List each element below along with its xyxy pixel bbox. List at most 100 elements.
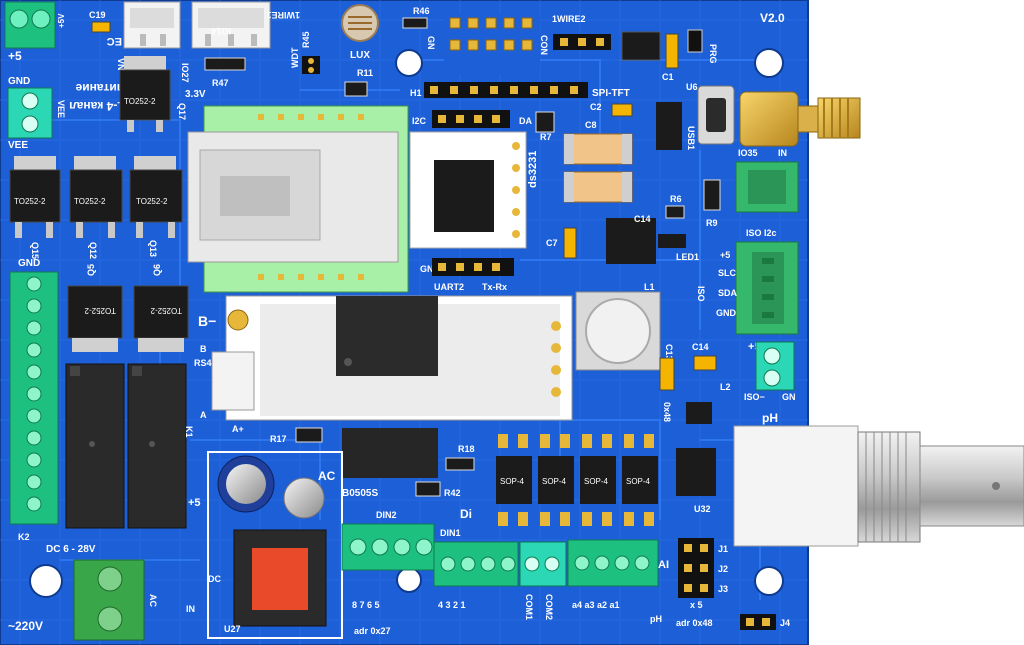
label-c2: C2 — [590, 102, 602, 112]
label-gn-iso: GN — [782, 392, 796, 402]
label-com1: COM1 — [524, 594, 534, 620]
relay-k2-b — [127, 363, 187, 529]
terminal-5v-top — [4, 1, 56, 49]
label-di: Di — [460, 507, 472, 521]
label-plus5-left: +5 — [8, 49, 22, 63]
label-rs485: RS485 — [194, 358, 222, 368]
label-r11: R11 — [357, 68, 373, 78]
label-l2: L2 — [720, 382, 731, 392]
c8-tantalum — [563, 133, 633, 165]
prg-button — [687, 29, 703, 53]
terminal-din1 — [433, 541, 519, 587]
bnc-ph-connector — [733, 425, 1024, 547]
label-prg: PRG — [708, 44, 718, 64]
label-sop4-4: SOP-4 — [626, 477, 651, 486]
label-gn-top: GN — [426, 36, 436, 50]
label-vee: VEE — [56, 100, 66, 118]
label-to252-c: TO252-2 — [74, 197, 106, 206]
label-spi-tft: SPI-TFT — [592, 88, 630, 99]
label-din1: DIN1 — [440, 528, 461, 538]
mounting-holes — [29, 48, 784, 598]
jumpers-j1-j3 — [678, 538, 714, 598]
label-pins-a: a4 a3 a2 a1 — [572, 600, 620, 610]
sop4-row — [496, 456, 658, 504]
label-q13: Q13 — [148, 240, 158, 257]
c1-capacitor — [665, 33, 679, 69]
label-da: DA — [519, 116, 532, 126]
r46-resistor — [402, 17, 428, 29]
r17-resistor — [295, 427, 323, 443]
c14-capacitor — [693, 355, 717, 371]
label-pins-4321: 4 3 2 1 — [438, 600, 466, 610]
label-to252-a: TO252-2 — [124, 97, 156, 106]
ceramic-cap — [283, 477, 325, 519]
label-1wire1: 1WIRE1 — [266, 10, 300, 20]
label-iso-i2c: ISO I2c — [746, 228, 777, 238]
terminal-vee — [7, 87, 53, 139]
i2c-header — [432, 110, 510, 128]
r11-resistor — [344, 81, 368, 97]
label-to252-f: TO252-2 — [150, 306, 182, 315]
b0505s-module — [342, 428, 438, 478]
transistor-q5 — [67, 285, 123, 352]
transistor-q6 — [133, 285, 189, 352]
transistor-q15 — [9, 156, 61, 238]
usb-connector — [697, 85, 735, 145]
label-vin: VN — [116, 58, 126, 71]
label-c13: C13 — [664, 344, 674, 361]
connector-io35 — [735, 161, 799, 213]
lan-module — [187, 105, 409, 293]
label-j1: J1 — [718, 544, 728, 554]
c2-capacitor — [611, 103, 633, 117]
label-ds3231: ds3231 — [527, 151, 539, 188]
label-q5: Q5 — [86, 264, 96, 276]
label-ph-bot: pH — [650, 614, 662, 624]
label-u32: U32 — [694, 504, 711, 514]
label-sda: SDA — [718, 288, 738, 298]
sma-antenna-connector — [739, 91, 861, 147]
label-r46: R46 — [413, 6, 430, 16]
label-ac-220: ~220V — [8, 619, 43, 633]
label-q15: Q15 — [30, 242, 40, 259]
transistor-q13 — [129, 156, 183, 238]
label-u27: U27 — [224, 624, 241, 634]
label-lux: LUX — [350, 50, 370, 61]
label-iso-plus5: +5 — [720, 250, 730, 260]
label-vee-left: VEE — [8, 140, 28, 151]
u32-chip — [676, 448, 716, 496]
r9-resistor — [703, 179, 721, 211]
r42-resistor — [415, 481, 441, 497]
j4-jumper — [740, 614, 776, 630]
u6-chip — [621, 31, 661, 61]
label-to252-b: TO252-2 — [14, 197, 46, 206]
label-led1: LED1 — [676, 252, 699, 262]
jst-connector-wire1 — [191, 1, 271, 49]
label-j3: J3 — [718, 584, 728, 594]
r18-resistor — [445, 457, 475, 471]
label-r9: R9 — [706, 218, 718, 228]
label-ac: AC — [148, 594, 158, 607]
label-k1: K1 — [184, 426, 194, 438]
power-module-transformer — [233, 529, 327, 627]
label-c14-top: C14 — [634, 214, 651, 224]
label-in: IN — [778, 148, 787, 158]
label-ph-top: pH — [762, 411, 778, 425]
label-c8: C8 — [585, 120, 597, 130]
label-io14: IO14 — [211, 26, 231, 36]
label-3v3: 3.3V — [185, 89, 206, 100]
terminal-com — [519, 541, 567, 587]
label-1wire2: 1WIRE2 — [552, 14, 586, 24]
label-c1: C1 — [662, 72, 674, 82]
electrolytic-cap — [217, 455, 275, 513]
label-gnd-mid: GND — [18, 258, 40, 269]
label-pitanie: питание — [75, 81, 124, 95]
label-h1: H1 — [410, 88, 422, 98]
label-com2: COM2 — [544, 594, 554, 620]
label-b-minus: B− — [198, 313, 216, 329]
label-gnd-left: GND — [8, 76, 30, 87]
terminal-dc-input — [73, 559, 145, 641]
label-u6: U6 — [686, 82, 698, 92]
label-r18: R18 — [458, 444, 475, 454]
lux-sensor — [341, 4, 379, 42]
label-tx-rx: Tx-Rx — [482, 282, 507, 292]
